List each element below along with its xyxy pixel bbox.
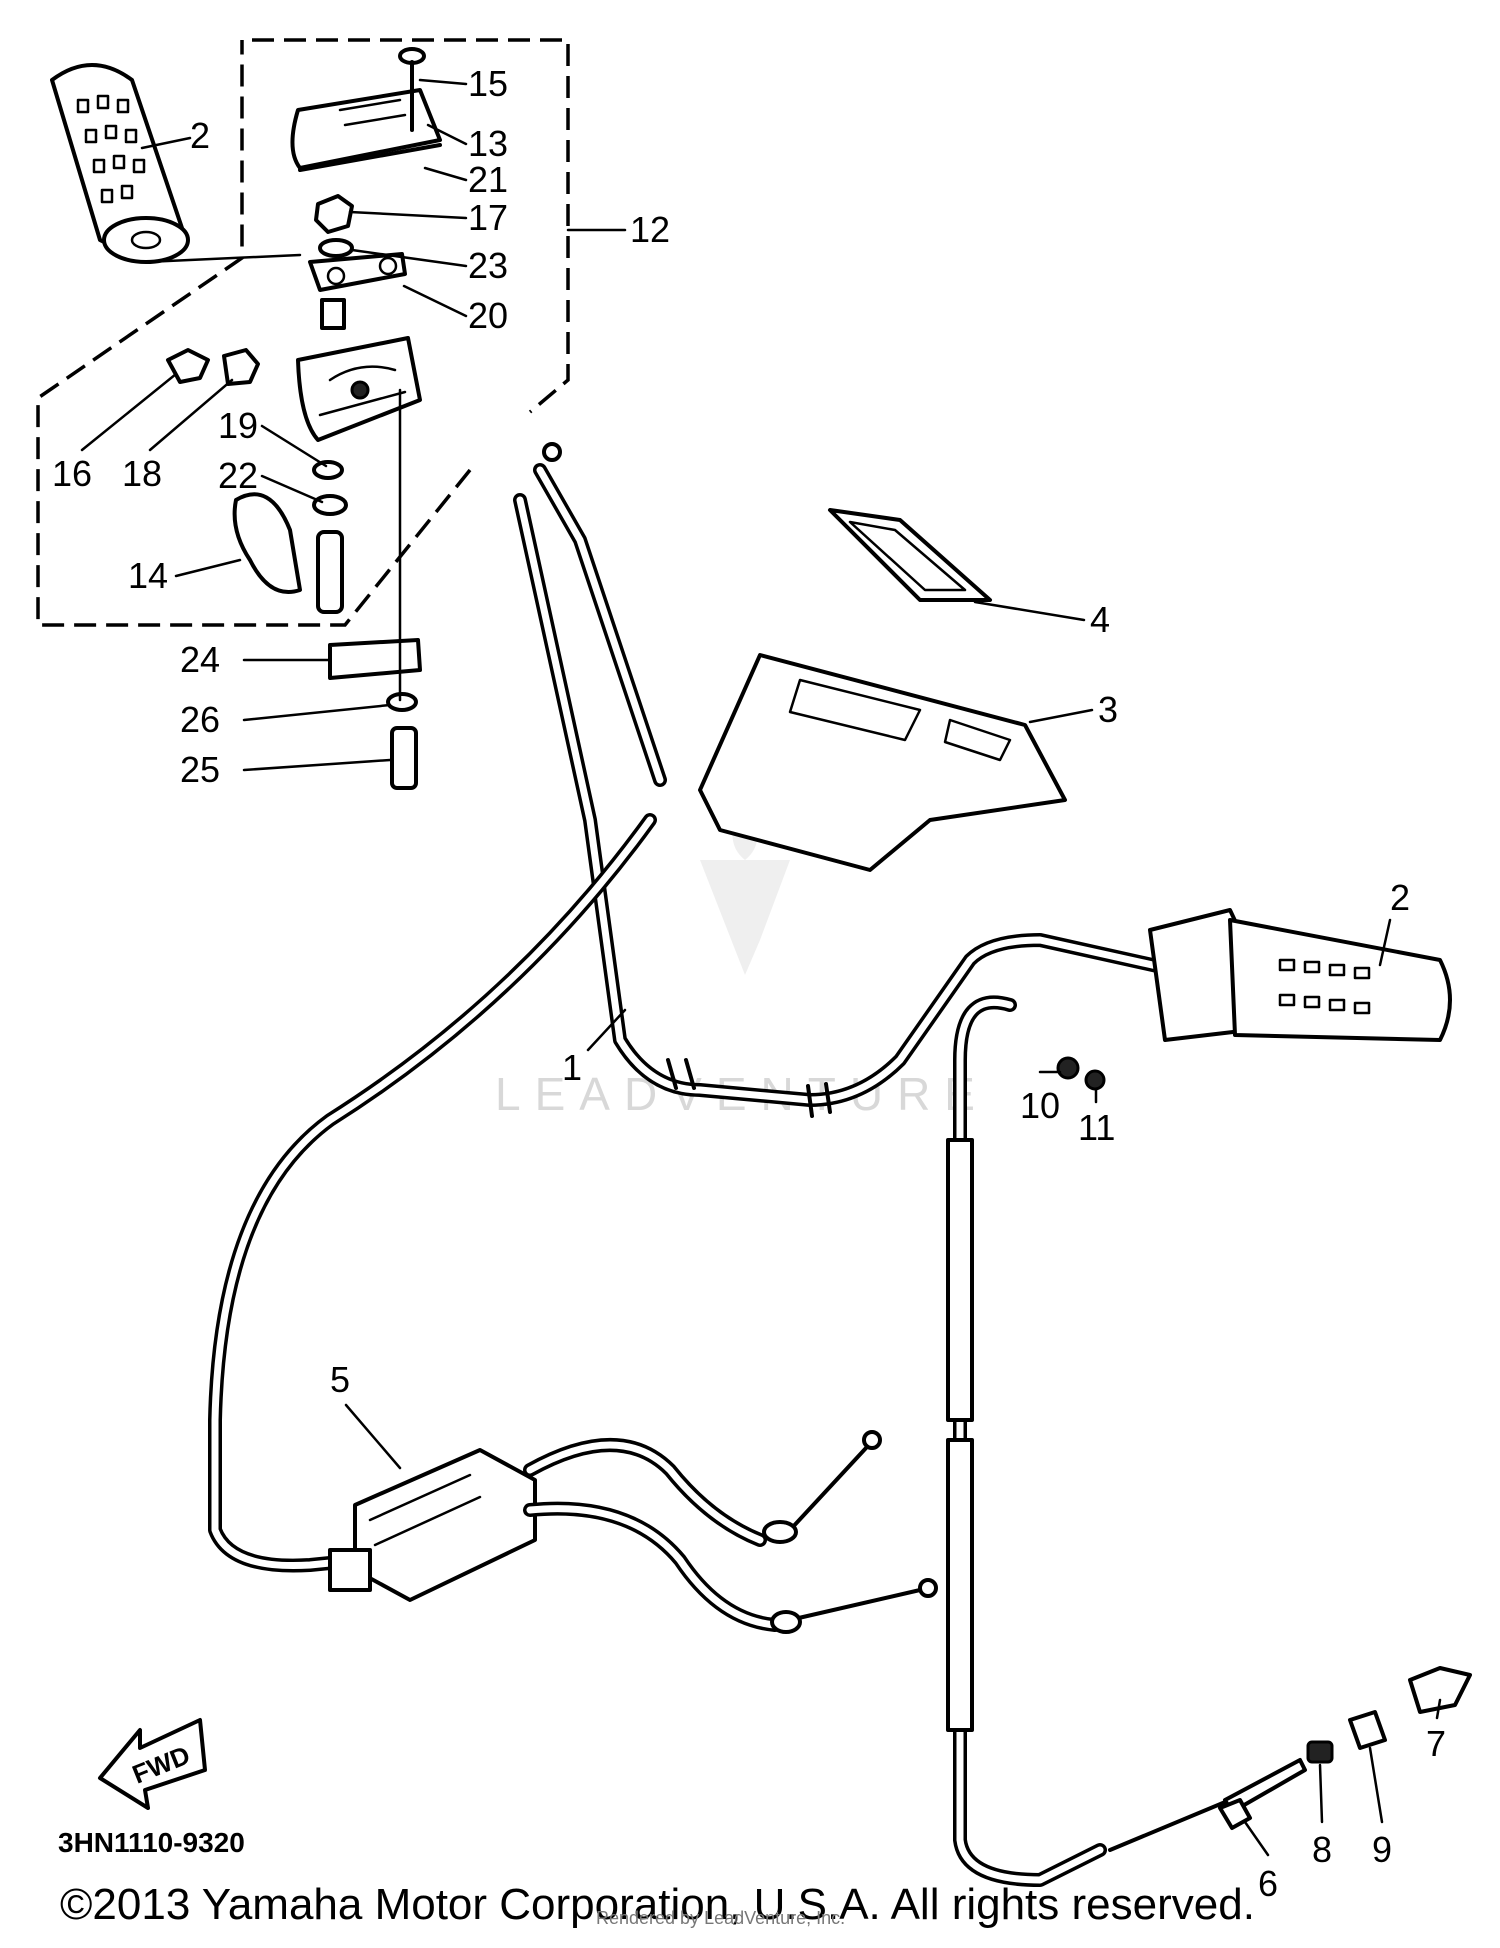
- callout-18: 18: [122, 453, 162, 494]
- callout-7: 7: [1426, 1723, 1446, 1764]
- copyright-notice: ©2013 Yamaha Motor Corporation, U.S.A. A…: [60, 1880, 1255, 1929]
- rendered-by-note: Rendered by LeadVenture, Inc.: [596, 1908, 846, 1928]
- callout-21: 21: [468, 159, 508, 200]
- callout-20: 20: [468, 295, 508, 336]
- callout-8: 8: [1312, 1829, 1332, 1870]
- cable-branch-lower: [523, 1501, 938, 1634]
- handlebar-cover-3: [698, 653, 1067, 872]
- grip-leader-line: [144, 253, 302, 264]
- locknut-11: [1084, 1069, 1106, 1091]
- callout-26: 26: [180, 699, 220, 740]
- callout-24: 24: [180, 639, 220, 680]
- throttle-cover-13: [290, 88, 442, 172]
- callout-10: 10: [1020, 1085, 1060, 1126]
- callout-19: 19: [218, 405, 258, 446]
- brake-cable: [946, 995, 1107, 1887]
- callout-2-left-grip: 2: [190, 115, 210, 156]
- screw-16: [166, 348, 210, 384]
- callout-17: 17: [468, 197, 508, 238]
- nut-17: [314, 194, 354, 234]
- clamp-24: [328, 638, 422, 680]
- gasket-4: [828, 508, 992, 602]
- callout-6: 6: [1258, 1863, 1278, 1904]
- forward-direction-arrow: FWD: [98, 1718, 207, 1810]
- callout-11: 11: [1078, 1107, 1115, 1148]
- throttle-lever-14: [232, 492, 344, 614]
- right-grip: [1148, 908, 1452, 1042]
- plate-20: [308, 252, 407, 330]
- spring-8: [1306, 1740, 1334, 1764]
- part-code: 3HN1110-9320: [58, 1827, 245, 1858]
- assembly-12-boundary: [36, 38, 570, 627]
- leader-lines: [80, 78, 1442, 1857]
- cable-junction-5: [328, 1448, 537, 1602]
- washer-19: [312, 460, 344, 480]
- callout-22: 22: [218, 455, 258, 496]
- bracket-9: [1348, 1710, 1387, 1750]
- left-grip: [50, 63, 190, 264]
- handlebar: [513, 493, 1227, 1118]
- callout-3: 3: [1098, 689, 1118, 730]
- callout-12: 12: [630, 209, 670, 250]
- bolt-25: [390, 726, 418, 790]
- washer-23: [318, 238, 354, 258]
- callout-15: 15: [468, 63, 508, 104]
- cable-branch-upper: [523, 1430, 882, 1547]
- nut-18: [222, 348, 260, 386]
- callout-4: 4: [1090, 599, 1110, 640]
- screw-15: [398, 47, 426, 132]
- callout-13: 13: [468, 123, 508, 164]
- callout-14: 14: [128, 555, 168, 596]
- washer-26: [386, 692, 418, 712]
- callout-1: 1: [562, 1047, 582, 1088]
- callout-25: 25: [180, 749, 220, 790]
- callout-5: 5: [330, 1359, 350, 1400]
- throttle-housing: [296, 336, 422, 442]
- callout-9: 9: [1372, 1829, 1392, 1870]
- throttle-cable: [208, 442, 667, 1573]
- bracket-7: [1408, 1666, 1472, 1714]
- washer-22: [312, 494, 348, 516]
- adjuster-bolt-6: [1108, 1758, 1307, 1852]
- callout-16: 16: [52, 453, 92, 494]
- adjuster-10: [1056, 1056, 1080, 1080]
- callout-23: 23: [468, 245, 508, 286]
- callout-2-right-grip: 2: [1390, 877, 1410, 918]
